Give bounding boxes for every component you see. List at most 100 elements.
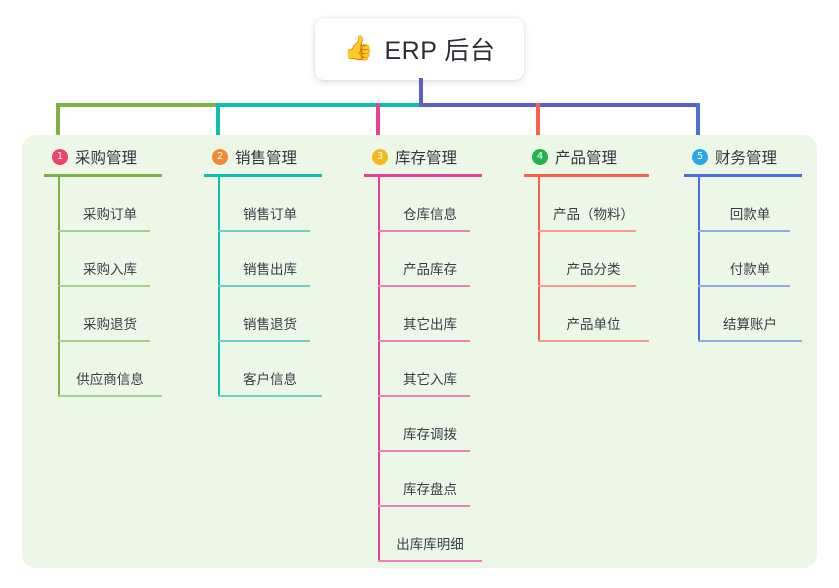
column-header-rule-4	[524, 174, 649, 177]
leaf-node-label: 采购订单	[83, 207, 137, 222]
column-badge-1: 1	[52, 148, 68, 165]
leaf-node-label: 供应商信息	[76, 372, 144, 387]
column-header-2[interactable]: 2 销售管理	[204, 145, 362, 168]
leaf-node-rule	[218, 395, 322, 397]
leaf-node[interactable]: 客户信息	[218, 342, 322, 397]
column-badge-2: 2	[212, 148, 228, 165]
connector-drop-1	[56, 103, 60, 147]
leaf-node[interactable]: 其它出库	[378, 287, 482, 342]
leaf-node[interactable]: 销售订单	[218, 177, 322, 232]
leaf-node[interactable]: 其它入库	[378, 342, 482, 397]
leaf-node-label: 销售出库	[243, 262, 297, 277]
leaf-node-rule	[378, 395, 470, 397]
leaf-node-rule	[378, 230, 470, 232]
connector-drop-4	[536, 103, 540, 147]
column-title-2: 销售管理	[235, 149, 298, 167]
leaf-node-rule	[698, 285, 790, 287]
leaf-node-label: 库存盘点	[403, 482, 457, 497]
column-header-rule-5	[684, 174, 802, 177]
leaf-node-label: 产品库存	[403, 262, 457, 277]
root-node-content: 👍 ERP 后台	[344, 31, 496, 67]
leaf-node-label: 结算账户	[723, 317, 777, 332]
column-header-rule-2	[204, 174, 322, 177]
leaf-node-rule	[378, 340, 470, 342]
leaf-node-label: 回款单	[729, 207, 771, 222]
column-items-5: 回款单付款单结算账户	[698, 177, 802, 342]
leaf-node-rule	[58, 230, 150, 232]
leaf-node-rule	[698, 340, 802, 342]
leaf-node-rule	[378, 505, 470, 507]
leaf-node[interactable]: 出库库明细	[378, 507, 482, 562]
connector-drop-3	[376, 103, 380, 147]
column-2: 2 销售管理销售订单销售出库销售退货客户信息	[204, 145, 362, 397]
leaf-node[interactable]: 采购退货	[58, 287, 162, 342]
column-badge-4: 4	[532, 148, 548, 165]
leaf-node[interactable]: 采购入库	[58, 232, 162, 287]
leaf-node-label: 产品分类	[566, 262, 621, 277]
column-spine-5	[698, 177, 700, 342]
column-spine-2	[218, 177, 220, 397]
leaf-node[interactable]: 采购订单	[58, 177, 162, 232]
column-items-3: 仓库信息产品库存其它出库其它入库库存调拨库存盘点出库库明细	[378, 177, 482, 562]
leaf-node[interactable]: 销售出库	[218, 232, 322, 287]
leaf-node-label: 客户信息	[243, 372, 297, 387]
leaf-node-label: 仓库信息	[403, 207, 457, 222]
leaf-node[interactable]: 库存盘点	[378, 452, 482, 507]
column-title-5: 财务管理	[715, 149, 778, 167]
column-title-1: 采购管理	[75, 149, 138, 167]
leaf-node[interactable]: 产品单位	[538, 287, 649, 342]
leaf-node-rule	[538, 285, 636, 287]
column-header-1[interactable]: 1 采购管理	[44, 145, 202, 168]
column-title-3: 库存管理	[395, 149, 458, 167]
connector-drop-5	[696, 103, 700, 147]
leaf-node[interactable]: 仓库信息	[378, 177, 482, 232]
column-spine-4	[538, 177, 540, 342]
leaf-node-rule	[538, 340, 649, 342]
column-header-3[interactable]: 3 库存管理	[364, 145, 522, 168]
leaf-node-label: 销售订单	[243, 207, 297, 222]
leaf-node[interactable]: 产品分类	[538, 232, 649, 287]
leaf-node[interactable]: 产品库存	[378, 232, 482, 287]
column-1: 1 采购管理采购订单采购入库采购退货供应商信息	[44, 145, 202, 397]
leaf-node-label: 销售退货	[243, 317, 297, 332]
thumbs-up-icon: 👍	[343, 35, 374, 62]
leaf-node[interactable]: 回款单	[698, 177, 802, 232]
leaf-node[interactable]: 产品（物料）	[538, 177, 649, 232]
column-spine-3	[378, 177, 380, 562]
leaf-node-rule	[58, 340, 150, 342]
leaf-node-label: 其它出库	[403, 317, 457, 332]
leaf-node-label: 采购入库	[83, 262, 137, 277]
leaf-node-label: 其它入库	[403, 372, 457, 387]
leaf-node[interactable]: 付款单	[698, 232, 802, 287]
leaf-node[interactable]: 库存调拨	[378, 397, 482, 452]
column-items-1: 采购订单采购入库采购退货供应商信息	[58, 177, 162, 397]
leaf-node[interactable]: 结算账户	[698, 287, 802, 342]
leaf-node[interactable]: 供应商信息	[58, 342, 162, 397]
leaf-node-rule	[218, 285, 310, 287]
column-3: 3 库存管理仓库信息产品库存其它出库其它入库库存调拨库存盘点出库库明细	[364, 145, 522, 562]
leaf-node-label: 产品单位	[566, 317, 621, 332]
column-items-2: 销售订单销售出库销售退货客户信息	[218, 177, 322, 397]
connector-segment-2	[216, 103, 421, 107]
content-panel	[22, 135, 817, 568]
column-header-4[interactable]: 4 产品管理	[524, 145, 689, 168]
leaf-node-rule	[538, 230, 636, 232]
leaf-node-rule	[378, 285, 470, 287]
leaf-node-rule	[698, 230, 790, 232]
leaf-node[interactable]: 销售退货	[218, 287, 322, 342]
leaf-node-rule	[58, 285, 150, 287]
leaf-node-rule	[218, 230, 310, 232]
connector-segment-3	[419, 103, 698, 107]
root-stem-connector	[419, 78, 423, 104]
column-title-4: 产品管理	[555, 149, 618, 167]
column-badge-3: 3	[372, 148, 388, 165]
leaf-node-rule	[218, 340, 310, 342]
column-items-4: 产品（物料） 产品分类产品单位	[538, 177, 649, 342]
root-node-card[interactable]: 👍 ERP 后台	[315, 18, 524, 80]
column-header-rule-3	[364, 174, 482, 177]
column-4: 4 产品管理产品（物料） 产品分类产品单位	[524, 145, 689, 342]
leaf-node-label: 采购退货	[83, 317, 137, 332]
